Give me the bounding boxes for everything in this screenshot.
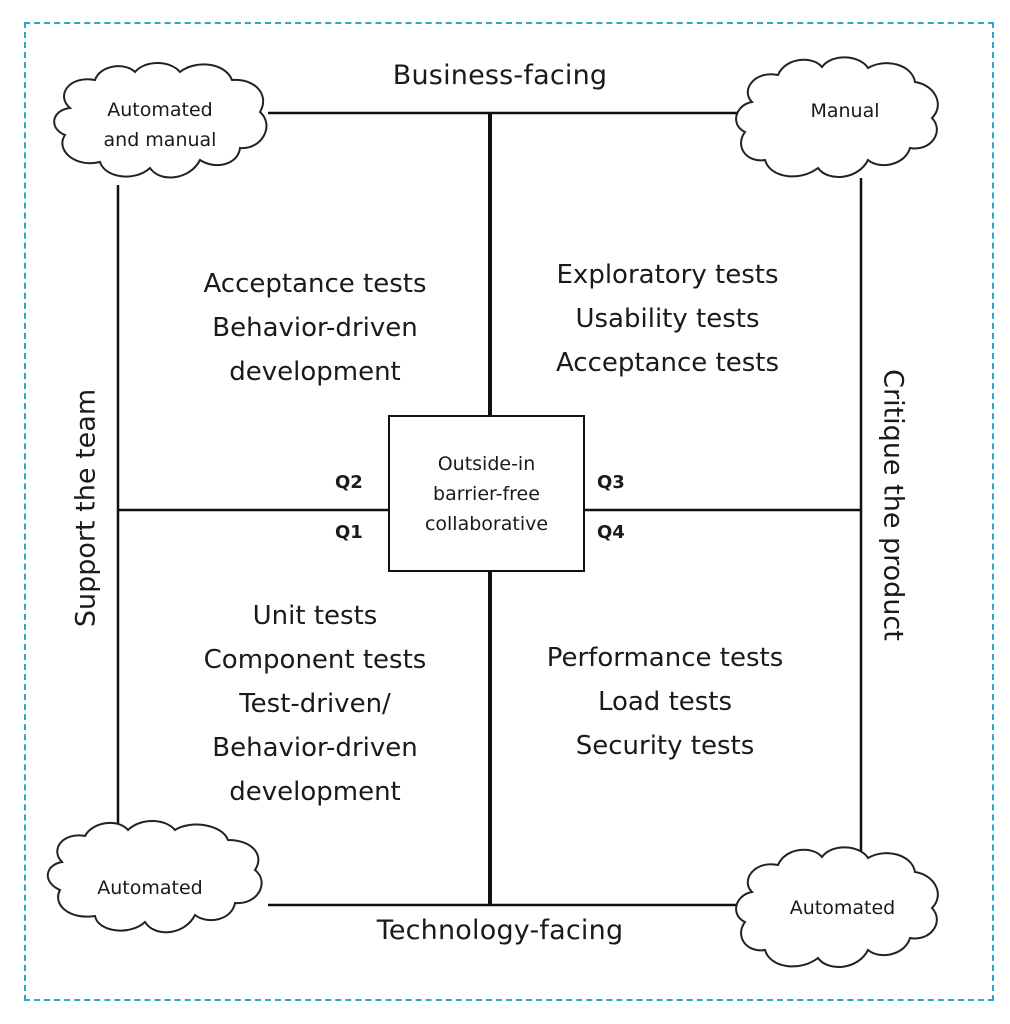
quadrant-label-q4: Q4 — [597, 522, 625, 543]
cloud-label-top-right: Manual — [810, 100, 880, 122]
cloud-label-bottom-right: Automated — [789, 897, 896, 919]
q1-item: Test-driven/ — [239, 689, 391, 719]
cloud-shapes — [46, 56, 939, 969]
q1-item: Behavior-driven — [212, 733, 418, 763]
quadrant-q1-content: Unit tests Component tests Test-driven/ … — [150, 594, 480, 814]
quadrant-q3-content: Exploratory tests Usability tests Accept… — [500, 253, 835, 385]
axis-label-right: Critique the product — [877, 369, 909, 641]
quadrant-label-q1: Q1 — [335, 522, 363, 543]
quadrant-label-q3: Q3 — [597, 472, 625, 493]
axis-label-top: Business-facing — [392, 60, 608, 91]
cloud-top-right-icon — [735, 56, 939, 179]
q4-item: Performance tests — [546, 643, 784, 673]
axis-label-bottom: Technology-facing — [376, 915, 624, 946]
cloud-label-line: and manual — [103, 129, 217, 151]
quadrant-q4-content: Performance tests Load tests Security te… — [495, 636, 835, 768]
cloud-label-top-left: Automated and manual — [70, 95, 250, 155]
center-box: Outside-in barrier-free collaborative — [388, 415, 585, 572]
q3-item: Usability tests — [575, 304, 760, 334]
center-text: Outside-in barrier-free collaborative — [425, 449, 548, 539]
q3-item: Exploratory tests — [556, 260, 779, 290]
q1-item: Unit tests — [252, 601, 378, 631]
q2-item: Acceptance tests — [203, 269, 427, 299]
center-line: Outside-in — [437, 452, 536, 475]
q1-item: development — [229, 777, 401, 807]
center-line: collaborative — [424, 512, 549, 535]
cloud-bottom-right-icon — [735, 846, 939, 969]
q2-item: Behavior-driven — [212, 313, 418, 343]
cloud-top-left-icon — [53, 62, 268, 179]
cloud-bottom-left-icon — [46, 820, 263, 934]
q3-item: Acceptance tests — [555, 348, 780, 378]
q2-item: development — [229, 357, 401, 387]
quadrant-label-q2: Q2 — [335, 472, 363, 493]
q1-item: Component tests — [203, 645, 427, 675]
q4-item: Load tests — [597, 687, 733, 717]
q4-item: Security tests — [575, 731, 755, 761]
quadrant-q2-content: Acceptance tests Behavior-driven develop… — [150, 262, 480, 394]
diagram-frame — [24, 22, 994, 1001]
center-line: barrier-free — [433, 482, 540, 505]
axis-label-left: Support the team — [70, 388, 102, 628]
cloud-label-line: Automated — [107, 99, 213, 121]
cloud-label-bottom-left: Automated — [97, 877, 203, 899]
